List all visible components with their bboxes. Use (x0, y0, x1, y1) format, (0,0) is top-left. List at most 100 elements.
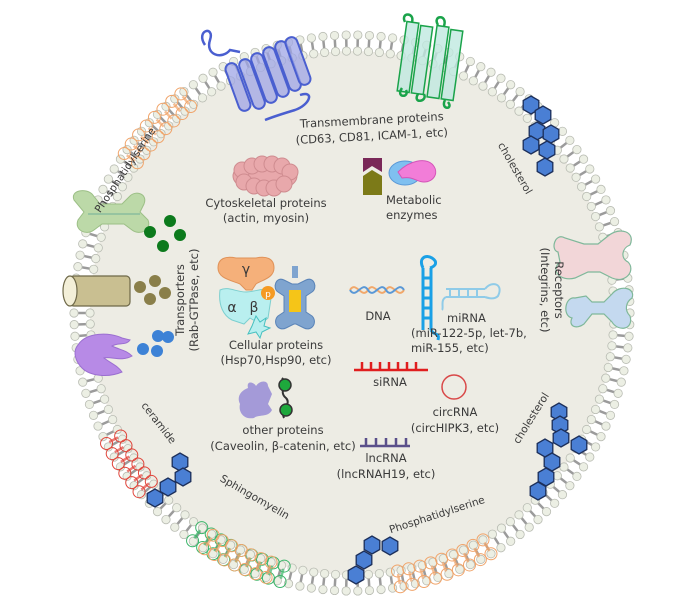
phosphatidylserine-bottom-tail (452, 557, 459, 568)
lipid-head (476, 62, 486, 72)
lipid-head (149, 137, 159, 147)
sphingomyelin-mix-tail (244, 557, 252, 568)
vesicle-lumen (90, 51, 614, 575)
ceramide-tail (108, 436, 119, 444)
lipid-tail (605, 388, 616, 394)
ceramide-head (100, 437, 114, 451)
lipid-head (607, 341, 617, 351)
phosphatidylserine-head (159, 122, 173, 136)
lipid-head (363, 46, 374, 57)
lipid-head (559, 154, 569, 164)
beta-catenin-protein-icon (278, 377, 293, 419)
lipid-tail (333, 577, 337, 588)
ceramide-tail (126, 464, 137, 473)
lipid-tail (536, 501, 546, 511)
lipid-head (172, 113, 182, 123)
lipid-tail (492, 80, 501, 90)
lipid-tail (572, 159, 582, 168)
lipid-head (486, 549, 496, 559)
sphingomyelin-tail (256, 561, 263, 572)
lipid-head (78, 239, 88, 249)
lipid-tail (453, 556, 460, 567)
cholesterol-ring (552, 428, 570, 448)
lipid-head (320, 568, 330, 579)
lipid-head (576, 182, 587, 192)
cholesterol-ring (363, 535, 381, 555)
phosphatidylserine-tail (155, 118, 165, 128)
lipid-head (506, 80, 516, 90)
ceramide-head (111, 457, 125, 471)
sphingomyelin-head (195, 521, 209, 535)
phosphatidylserine-bottom-tail (408, 571, 413, 582)
cholesterol-ring (355, 550, 373, 570)
lipid-tail (389, 40, 394, 52)
lipid-tail (613, 355, 624, 361)
lipid-head (208, 67, 218, 77)
receptor-pink-icon (553, 230, 632, 280)
cellular-protein-g-protein-icon (217, 256, 275, 340)
sphingomyelin-tail (193, 529, 202, 539)
lipid-head (619, 366, 629, 376)
cholesterol-ring (381, 536, 399, 556)
lipid-head (496, 93, 507, 103)
lipid-head (596, 184, 606, 194)
ceramide-tail (114, 446, 125, 454)
lipid-head (374, 47, 384, 58)
lipid-head (89, 264, 99, 274)
phosphatidylserine-head (156, 102, 170, 116)
phosphatidylserine-bottom-head (429, 571, 443, 585)
phosphatidylserine-tail (164, 110, 173, 120)
g-protein-alpha-label: α (227, 300, 236, 316)
lipid-head (533, 514, 543, 525)
lipid-tail (614, 344, 625, 349)
lipid-head (571, 172, 581, 182)
ceramide-head (132, 485, 146, 499)
cholesterol-ring (159, 477, 177, 497)
lipid-head (565, 163, 575, 173)
lipid-tail (158, 501, 168, 511)
lipid-head (624, 331, 634, 341)
lipid-tail (601, 221, 613, 228)
ceramide-head (118, 466, 132, 480)
lipid-head (487, 529, 497, 539)
phosphatidylserine-head (144, 138, 158, 152)
cytoskeletal-proteins-title: Cytoskeletal proteins (205, 196, 326, 210)
lipid-head (591, 442, 601, 452)
lipid-head (99, 394, 110, 404)
phosphatidylserine-head (132, 128, 146, 142)
lipid-head (112, 424, 122, 435)
sphingomyelin-head (186, 534, 200, 548)
lipid-tail (502, 529, 510, 540)
lipid-tail (528, 509, 537, 519)
phosphatidylserine-bottom-tail (483, 541, 491, 552)
lipid-head (117, 182, 128, 192)
lipid-tail (608, 377, 619, 383)
lipid-tail (558, 141, 569, 150)
transporter-green-icon (72, 190, 150, 233)
lipid-head (572, 471, 582, 482)
lipid-head (170, 522, 180, 532)
lipid-head (218, 554, 228, 564)
lipid-head (306, 583, 316, 593)
lipid-head (478, 535, 488, 545)
circrna-title: circRNA (433, 405, 478, 419)
lipid-head (505, 99, 516, 109)
lipid-head (385, 49, 395, 59)
lncrna-title: lncRNA (365, 451, 406, 465)
lipid-tail (432, 564, 439, 575)
sirna-icon (354, 362, 428, 372)
lipid-tail (597, 210, 609, 217)
sphingomyelin-mix-tail (205, 537, 213, 547)
metabolic-enzyme-icon (363, 158, 437, 195)
sphingomyelin-mix-tail (224, 547, 232, 558)
phosphatidylserine-head (174, 87, 188, 101)
lipid-bilayer (69, 30, 635, 596)
g-protein-gamma-label: γ (242, 262, 250, 278)
lipid-tail (378, 39, 382, 50)
lipid-tail (167, 509, 176, 519)
lipid-head (605, 206, 616, 216)
lipid-head (374, 568, 384, 579)
lipid-head (103, 174, 113, 184)
lipid-tail (422, 567, 428, 579)
lipid-head (197, 523, 208, 533)
